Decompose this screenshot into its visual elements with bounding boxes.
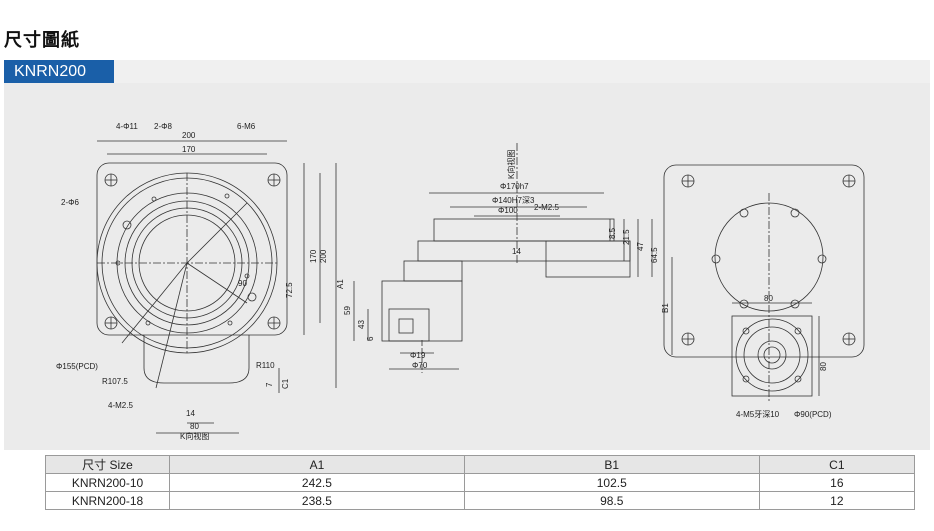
label-72-5: 72.5 — [285, 282, 294, 298]
technical-drawing: 4-Φ11 2-Φ8 6-M6 200 170 2-Φ6 90 72.5 170… — [4, 83, 930, 450]
table-row: KNRN200-18 238.5 98.5 12 — [45, 491, 916, 510]
model-tag: KNRN200 — [4, 60, 114, 83]
cell-model: KNRN200-18 — [45, 491, 170, 510]
header-size: 尺寸 Size — [45, 455, 170, 474]
label-r107: R107.5 — [102, 377, 128, 386]
cell-b1: 98.5 — [463, 491, 760, 510]
label-80-bottom: 80 — [764, 294, 773, 303]
label-holes: 4-Φ11 — [116, 122, 138, 131]
table-row: KNRN200-10 242.5 102.5 16 — [45, 473, 916, 492]
label-pcd-90: Φ90(PCD) — [794, 410, 832, 419]
label-200-v: 200 — [319, 249, 328, 263]
label-pcd-155: Φ155(PCD) — [56, 362, 98, 371]
label-6: 6 — [366, 336, 375, 341]
label-43: 43 — [357, 320, 366, 329]
label-80-top: 80 — [190, 422, 199, 431]
label-taps: 6-M6 — [237, 122, 256, 131]
label-d140: Φ140H7深3 — [492, 196, 535, 205]
label-8-5: 8.5 — [608, 227, 617, 239]
label-m2-5: 4-M2.5 — [108, 401, 133, 410]
label-59: 59 — [343, 306, 352, 315]
label-47: 47 — [636, 242, 645, 251]
side-view — [353, 143, 653, 373]
label-c1: C1 — [281, 378, 290, 389]
cell-model: KNRN200-10 — [45, 473, 170, 492]
label-k-view-top: K向视图 — [180, 431, 209, 441]
label-angle: 90 — [238, 279, 247, 288]
label-width-200: 200 — [182, 131, 196, 140]
label-a1: A1 — [336, 279, 345, 289]
label-b1: B1 — [661, 303, 670, 313]
label-21-5: 21.5 — [622, 229, 631, 245]
cell-a1: 242.5 — [169, 473, 465, 492]
label-m5-taps: 4-M5牙深10 — [736, 410, 780, 419]
label-pins: 2-Φ8 — [154, 122, 172, 131]
label-170-v: 170 — [309, 249, 318, 263]
header-c1: C1 — [758, 455, 916, 474]
label-r110: R110 — [256, 361, 275, 370]
cell-c1: 16 — [758, 473, 916, 492]
label-d70: Φ70 — [412, 361, 428, 370]
label-k-view-side: K向视图 — [506, 150, 516, 179]
label-d19: Φ19 — [410, 351, 426, 360]
cell-a1: 238.5 — [169, 491, 465, 510]
header-a1: A1 — [169, 455, 465, 474]
label-m2-5-side: 2-M2.5 — [534, 203, 559, 212]
bottom-view — [663, 164, 865, 403]
top-view — [96, 140, 337, 434]
dimension-table: 尺寸 Size A1 B1 C1 KNRN200-10 242.5 102.5 … — [45, 455, 916, 510]
label-d100: Φ100 — [498, 206, 518, 215]
drawing-svg: 4-Φ11 2-Φ8 6-M6 200 170 2-Φ6 90 72.5 170… — [56, 122, 865, 441]
label-d170: Φ170h7 — [500, 182, 529, 191]
label-14-top: 14 — [186, 409, 195, 418]
cell-c1: 12 — [758, 491, 916, 510]
table-header-row: 尺寸 Size A1 B1 C1 — [45, 455, 916, 474]
label-14-side: 14 — [512, 247, 521, 256]
label-width-170: 170 — [182, 145, 196, 154]
header-b1: B1 — [463, 455, 760, 474]
label-7: 7 — [265, 382, 274, 387]
model-bar: KNRN200 — [4, 60, 930, 83]
cell-b1: 102.5 — [463, 473, 760, 492]
label-80-v-bottom: 80 — [819, 362, 828, 371]
page-title: 尺寸圖紙 — [4, 30, 80, 50]
label-side-pins: 2-Φ6 — [61, 198, 79, 207]
label-64-5: 64.5 — [650, 247, 659, 263]
